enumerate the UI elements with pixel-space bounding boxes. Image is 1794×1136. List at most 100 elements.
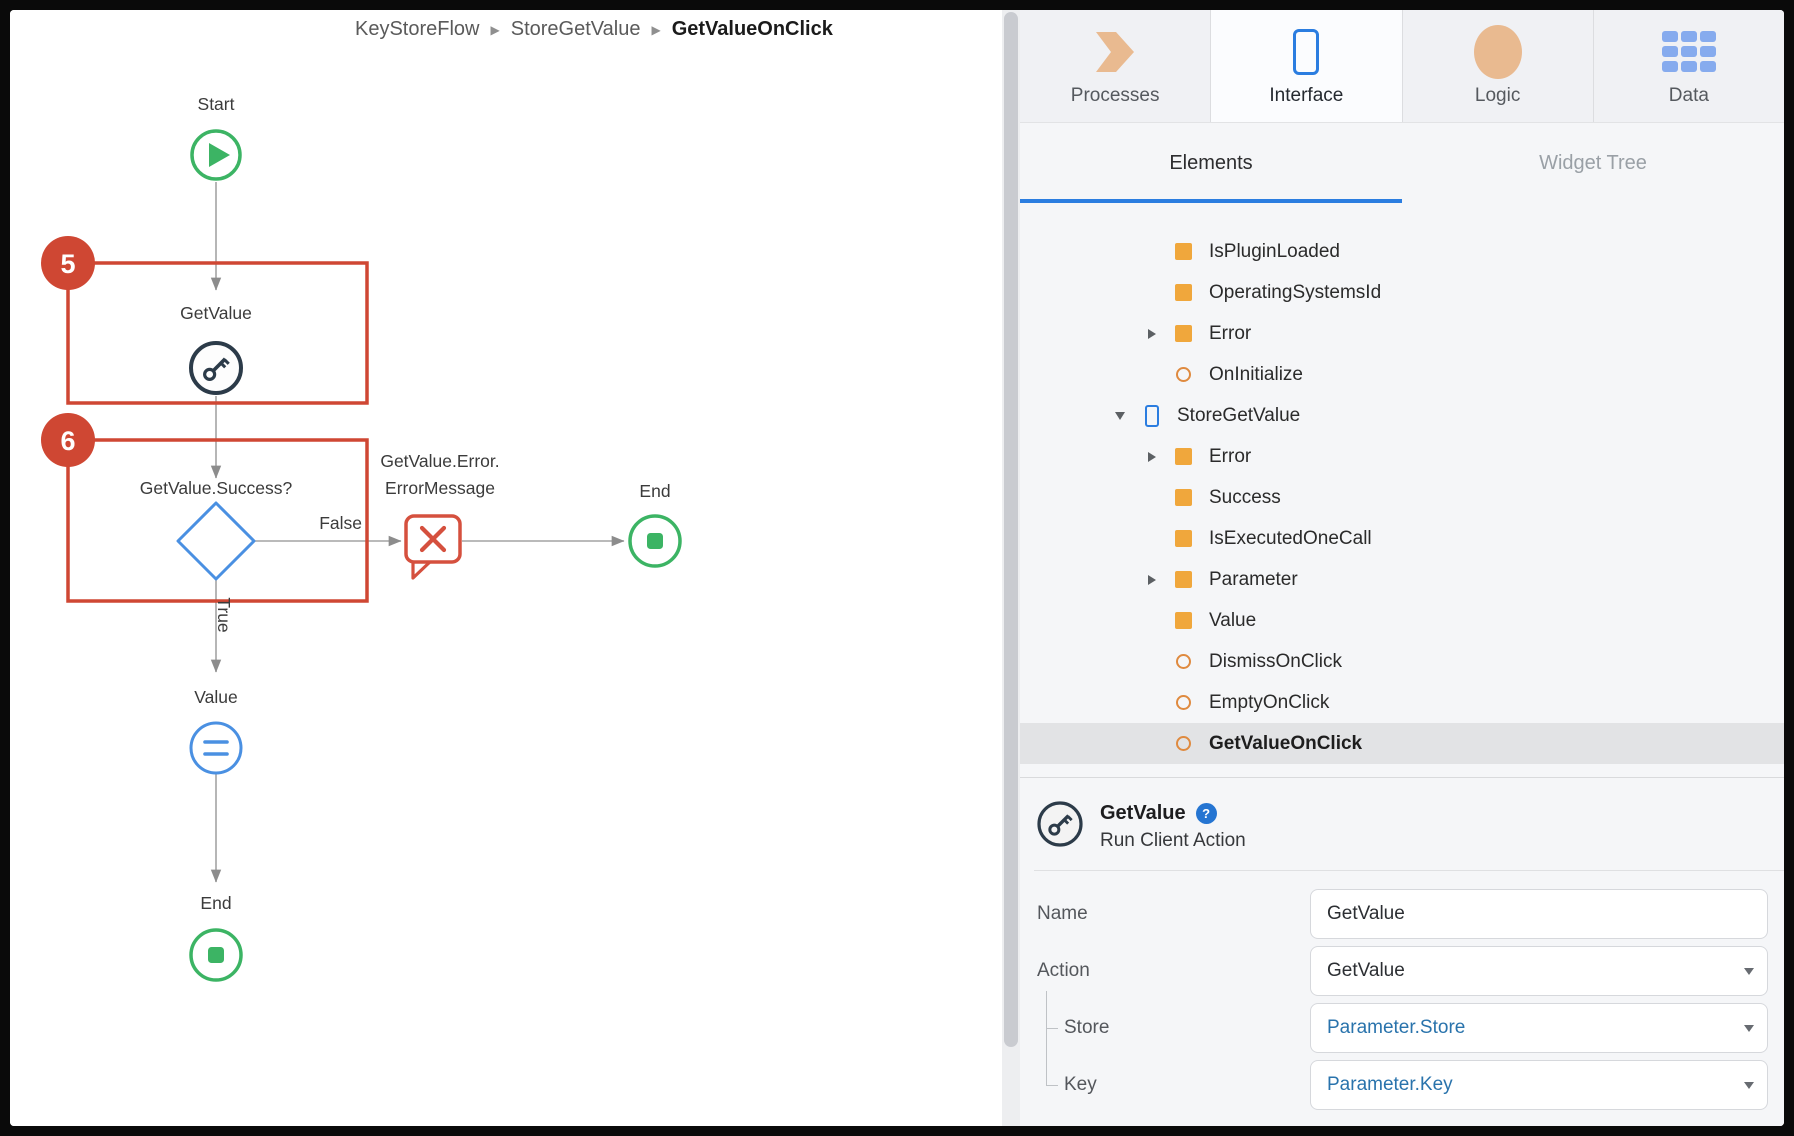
tree-item[interactable]: Error — [1020, 313, 1784, 354]
stop-icon — [208, 947, 224, 963]
selected-element-title: GetValue — [1100, 802, 1186, 824]
breadcrumb-item-screen[interactable]: StoreGetValue — [510, 18, 641, 40]
attribute-icon — [1175, 284, 1192, 301]
help-icon[interactable]: ? — [1195, 803, 1217, 824]
annotation-box-6 — [66, 438, 369, 603]
start-node[interactable] — [190, 129, 242, 181]
end-main-label: End — [200, 893, 231, 913]
selected-element-type: Run Client Action — [1100, 830, 1246, 851]
attribute-icon — [1175, 530, 1192, 547]
chevron-down-icon[interactable] — [1744, 1025, 1754, 1032]
end-error-label: End — [639, 481, 670, 501]
if-node[interactable] — [176, 501, 256, 581]
key-icon — [1037, 801, 1083, 847]
tab-data[interactable]: Data — [1593, 10, 1784, 122]
breadcrumb-item-flow[interactable]: KeyStoreFlow — [355, 18, 480, 40]
annotation-badge-6 — [41, 413, 95, 467]
assign-value-node[interactable] — [189, 721, 243, 775]
flow-canvas[interactable]: KeyStoreFlow ▶ StoreGetValue ▶ GetValueO… — [10, 10, 1002, 1126]
tree-item[interactable]: IsExecutedOneCall — [1020, 518, 1784, 559]
annotation-badge-5 — [41, 236, 95, 290]
end-node-error[interactable] — [628, 514, 682, 568]
key-label: Key — [1064, 1074, 1097, 1095]
chevron-down-icon[interactable] — [1744, 1082, 1754, 1089]
logic-circle-icon — [1473, 25, 1522, 79]
action-dropdown[interactable]: GetValue — [1310, 946, 1768, 996]
stop-icon — [647, 533, 663, 549]
event-icon — [1176, 367, 1191, 382]
equals-icon — [203, 740, 229, 756]
tree-item[interactable]: Parameter — [1020, 559, 1784, 600]
getvalue-label: GetValue — [180, 303, 252, 323]
tab-label: Data — [1668, 85, 1709, 106]
event-icon — [1176, 736, 1191, 751]
subtab-widget-tree[interactable]: Widget Tree — [1539, 151, 1647, 174]
scrollbar-thumb[interactable] — [1004, 12, 1018, 1047]
tree-item[interactable]: EmptyOnClick — [1020, 682, 1784, 723]
elements-tree: IsPluginLoaded OperatingSystemsId Error … — [1020, 203, 1784, 778]
breadcrumb: KeyStoreFlow ▶ StoreGetValue ▶ GetValueO… — [355, 18, 833, 41]
key-icon — [203, 357, 230, 381]
properties-pane: GetValue ? Run Client Action Name GetVal… — [1020, 777, 1784, 1126]
error-message-label-2: ErrorMessage — [385, 478, 495, 498]
false-branch-label: False — [319, 513, 362, 533]
subtab-elements[interactable]: Elements — [1169, 151, 1253, 174]
attribute-icon — [1175, 325, 1192, 342]
screen-icon — [1144, 404, 1159, 427]
error-message-label-1: GetValue.Error. — [380, 451, 499, 471]
tree-item[interactable]: OperatingSystemsId — [1020, 272, 1784, 313]
key-dropdown[interactable]: Parameter.Key — [1310, 1060, 1768, 1110]
property-row-store: Store Parameter.Store — [1020, 991, 1768, 1065]
tree-item-selected[interactable]: GetValueOnClick — [1020, 723, 1784, 764]
properties-fields: Name GetValue Action GetValue Store Para… — [1020, 871, 1784, 1110]
if-label: GetValue.Success? — [140, 478, 293, 498]
attribute-icon — [1175, 243, 1192, 260]
error-message-node[interactable] — [404, 514, 462, 580]
tab-label: Interface — [1269, 85, 1344, 106]
processes-chevron-icon — [1094, 25, 1136, 79]
value-label: Value — [194, 687, 237, 707]
collapse-arrow-icon[interactable] — [1113, 411, 1127, 420]
annotation-box-5 — [66, 261, 369, 405]
chevron-down-icon[interactable] — [1744, 968, 1754, 975]
property-row-action: Action GetValue — [1020, 946, 1768, 996]
tree-item[interactable]: Value — [1020, 600, 1784, 641]
breadcrumb-separator-icon: ▶ — [651, 22, 661, 37]
phone-screen-icon — [1293, 29, 1320, 75]
breadcrumb-item-action[interactable]: GetValueOnClick — [671, 18, 833, 40]
divider — [1034, 870, 1784, 871]
attribute-icon — [1175, 571, 1192, 588]
end-node-main[interactable] — [189, 928, 243, 982]
expand-arrow-icon[interactable] — [1145, 451, 1159, 462]
start-label: Start — [198, 94, 235, 114]
tree-item[interactable]: OnInitialize — [1020, 354, 1784, 395]
getvalue-node[interactable] — [189, 341, 243, 395]
tab-interface[interactable]: Interface — [1211, 10, 1403, 122]
tree-item-screen[interactable]: StoreGetValue — [1020, 395, 1784, 436]
tree-item[interactable]: Success — [1020, 477, 1784, 518]
action-label: Action — [1037, 960, 1090, 981]
tree-item[interactable]: IsPluginLoaded — [1020, 231, 1784, 272]
vertical-scrollbar[interactable] — [1002, 10, 1021, 1126]
true-branch-label: True — [214, 597, 234, 632]
store-label: Store — [1064, 1017, 1110, 1038]
name-input[interactable]: GetValue — [1310, 889, 1768, 939]
expand-arrow-icon[interactable] — [1145, 328, 1159, 339]
event-icon — [1176, 695, 1191, 710]
tree-item[interactable]: Error — [1020, 436, 1784, 477]
badge-5-number: 5 — [60, 249, 75, 279]
breadcrumb-separator-icon: ▶ — [490, 22, 500, 37]
data-grid-icon — [1661, 25, 1716, 79]
sub-tabs: Elements Widget Tree — [1020, 123, 1784, 203]
property-row-key: Key Parameter.Key — [1020, 1048, 1768, 1110]
tree-item[interactable]: DismissOnClick — [1020, 641, 1784, 682]
tab-logic[interactable]: Logic — [1402, 10, 1594, 122]
expand-arrow-icon[interactable] — [1145, 574, 1159, 585]
tab-processes[interactable]: Processes — [1020, 10, 1212, 122]
main-tabs: Processes Interface Logic Data — [1020, 10, 1784, 123]
properties-header: GetValue ? Run Client Action — [1020, 778, 1784, 852]
store-dropdown[interactable]: Parameter.Store — [1310, 1003, 1768, 1053]
active-subtab-underline — [1020, 199, 1402, 203]
tab-label: Logic — [1474, 85, 1521, 106]
